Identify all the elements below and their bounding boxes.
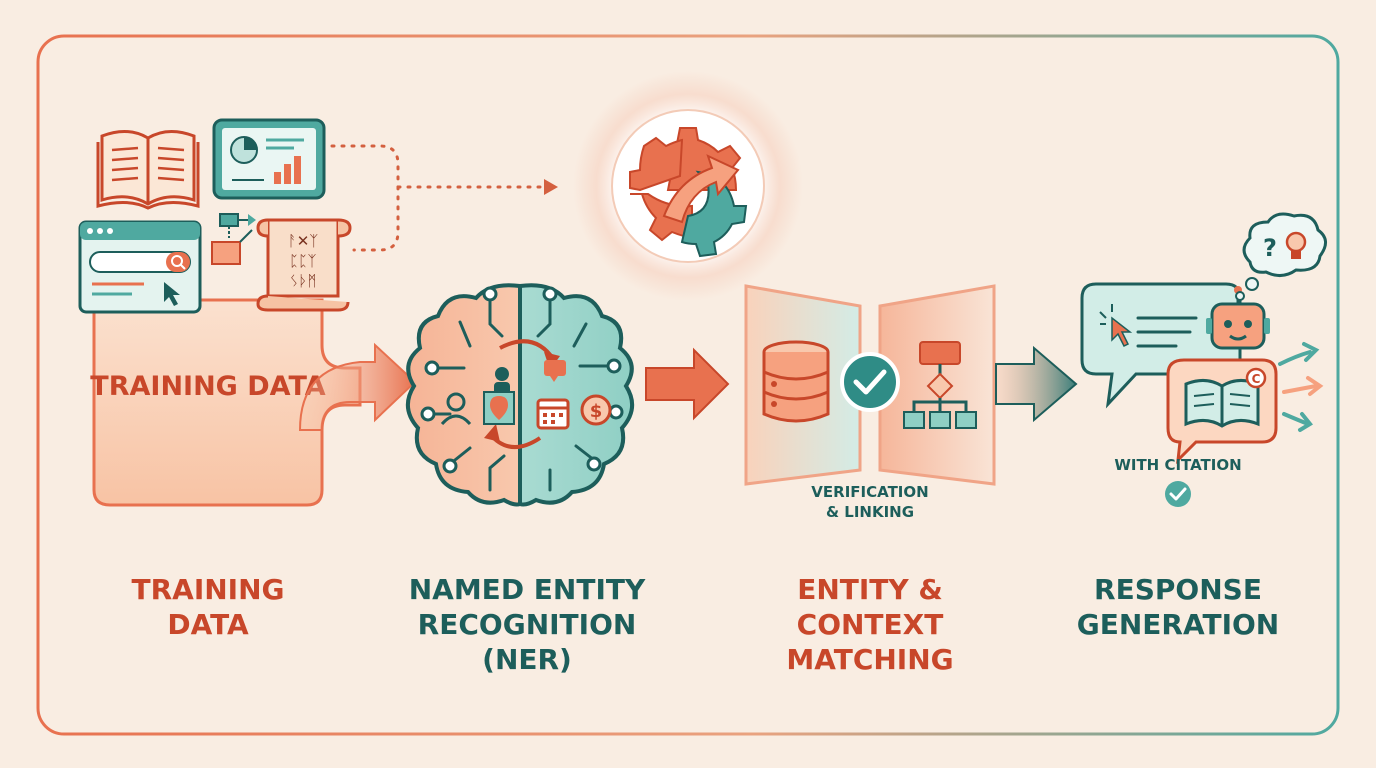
stage-title-training: TRAINING DATA	[131, 573, 284, 641]
svg-text:GENERATION: GENERATION	[1077, 608, 1279, 641]
svg-text:CONTEXT: CONTEXT	[797, 608, 944, 641]
dotted-arrowhead	[544, 179, 558, 195]
robot-icon	[1206, 286, 1270, 350]
svg-text:TRAINING: TRAINING	[131, 573, 284, 606]
browser-search-icon	[78, 220, 202, 314]
citation-label: WITH CITATION	[1114, 456, 1241, 474]
svg-text:ᚨ✕ᛉ: ᚨ✕ᛉ	[288, 232, 319, 250]
chart-tablet-icon	[212, 118, 326, 200]
svg-text:ENTITY &: ENTITY &	[797, 573, 943, 606]
stage-title-response: RESPONSE GENERATION	[1077, 573, 1279, 641]
svg-text:DATA: DATA	[167, 608, 249, 641]
verification-caption-line1: VERIFICATION	[811, 483, 928, 501]
svg-text:ᛈᛈᛉ: ᛈᛈᛉ	[289, 252, 316, 270]
svg-text:$: $	[590, 401, 603, 422]
thought-bubble-icon: ?	[1235, 212, 1327, 301]
checkmark-icon	[840, 352, 900, 412]
arrow-panel-to-brain	[298, 342, 417, 431]
svg-text:ᛊᚦᛗ: ᛊᚦᛗ	[289, 272, 316, 290]
svg-text:MATCHING: MATCHING	[786, 643, 953, 676]
brain-icon: $	[406, 283, 634, 507]
outer-frame	[36, 34, 1340, 736]
output-arrows	[1278, 342, 1324, 432]
svg-text:(NER): (NER)	[482, 643, 572, 676]
stage-title-ner: NAMED ENTITY RECOGNITION (NER)	[409, 573, 646, 676]
citation-check-icon	[1165, 481, 1191, 507]
svg-text:RECOGNITION: RECOGNITION	[418, 608, 637, 641]
arrow-brain-to-matching	[645, 347, 730, 421]
dotted-connector	[330, 144, 400, 252]
flowchart-icon	[211, 213, 256, 265]
open-book-icon	[96, 130, 200, 210]
training-panel-label: TRAINING DATA	[90, 371, 325, 402]
training-data-panel: TRAINING DATA	[90, 298, 362, 507]
svg-text:C: C	[1252, 372, 1261, 386]
citation-book-icon: C	[1166, 358, 1278, 465]
stage-title-matching: ENTITY & CONTEXT MATCHING	[786, 573, 953, 676]
arrow-matching-to-response	[995, 345, 1078, 423]
entity-graph-icon	[903, 341, 977, 429]
database-icon	[762, 340, 830, 423]
ancient-scroll-icon: ᚨ✕ᛉ ᛈᛈᛉ ᛊᚦᛗ	[256, 218, 352, 312]
svg-text:NAMED ENTITY: NAMED ENTITY	[409, 573, 646, 606]
question-mark: ?	[1263, 234, 1277, 262]
svg-text:RESPONSE: RESPONSE	[1094, 573, 1262, 606]
verification-caption-line2: & LINKING	[826, 503, 914, 521]
gear-cycle-icon	[573, 71, 803, 301]
